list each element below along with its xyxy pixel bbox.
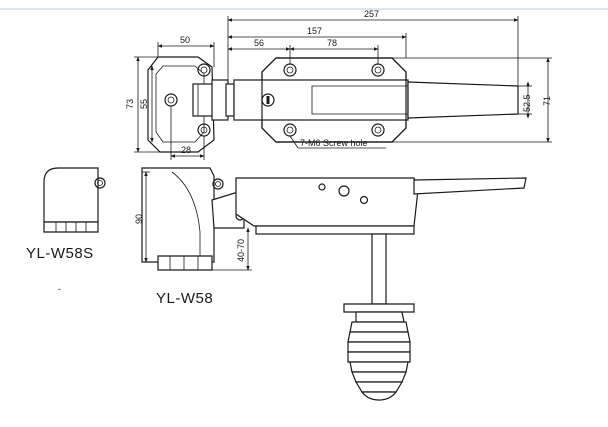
model-label-small: YL-W58S — [26, 245, 94, 262]
dim-base-width: 50 — [180, 35, 190, 45]
dim-handle-height-inner: 52.5 — [522, 94, 532, 112]
top-view: 257 157 56 78 50 73 55 28 52.5 — [125, 9, 552, 160]
screw-hole — [371, 123, 385, 137]
dim-hole-spacing: 78 — [327, 38, 337, 48]
dim-plate-length: 157 — [307, 26, 322, 36]
dim-overall-length: 257 — [364, 9, 379, 19]
side-view: 90 40-70 YL-W58 — [134, 167, 527, 401]
dim-base-hole-spacing: 28 — [181, 145, 191, 155]
dim-height-outer: 73 — [125, 99, 135, 109]
handle — [407, 81, 519, 119]
side-base — [141, 167, 215, 263]
release-stem — [371, 233, 387, 305]
latch-body — [235, 177, 419, 227]
dim-hole-offset: 56 — [254, 38, 264, 48]
keyhole-icon — [261, 93, 275, 107]
marker-dash: - — [58, 284, 61, 294]
dim-handle-height-outer: 71 — [542, 96, 552, 106]
dim-height-inner: 55 — [139, 99, 149, 109]
bellows — [347, 311, 411, 401]
base-plate — [147, 56, 215, 153]
base-hole — [197, 63, 211, 77]
variant-small-view: YL-W58S - — [26, 167, 106, 294]
dim-side-range: 40-70 — [236, 239, 246, 262]
dim-side-height: 90 — [134, 214, 144, 224]
model-label-main: YL-W58 — [156, 290, 213, 307]
screw-hole-note: 7-M6 Screw hole — [300, 138, 368, 148]
plunger-flange — [343, 303, 415, 313]
side-handle — [413, 177, 527, 195]
